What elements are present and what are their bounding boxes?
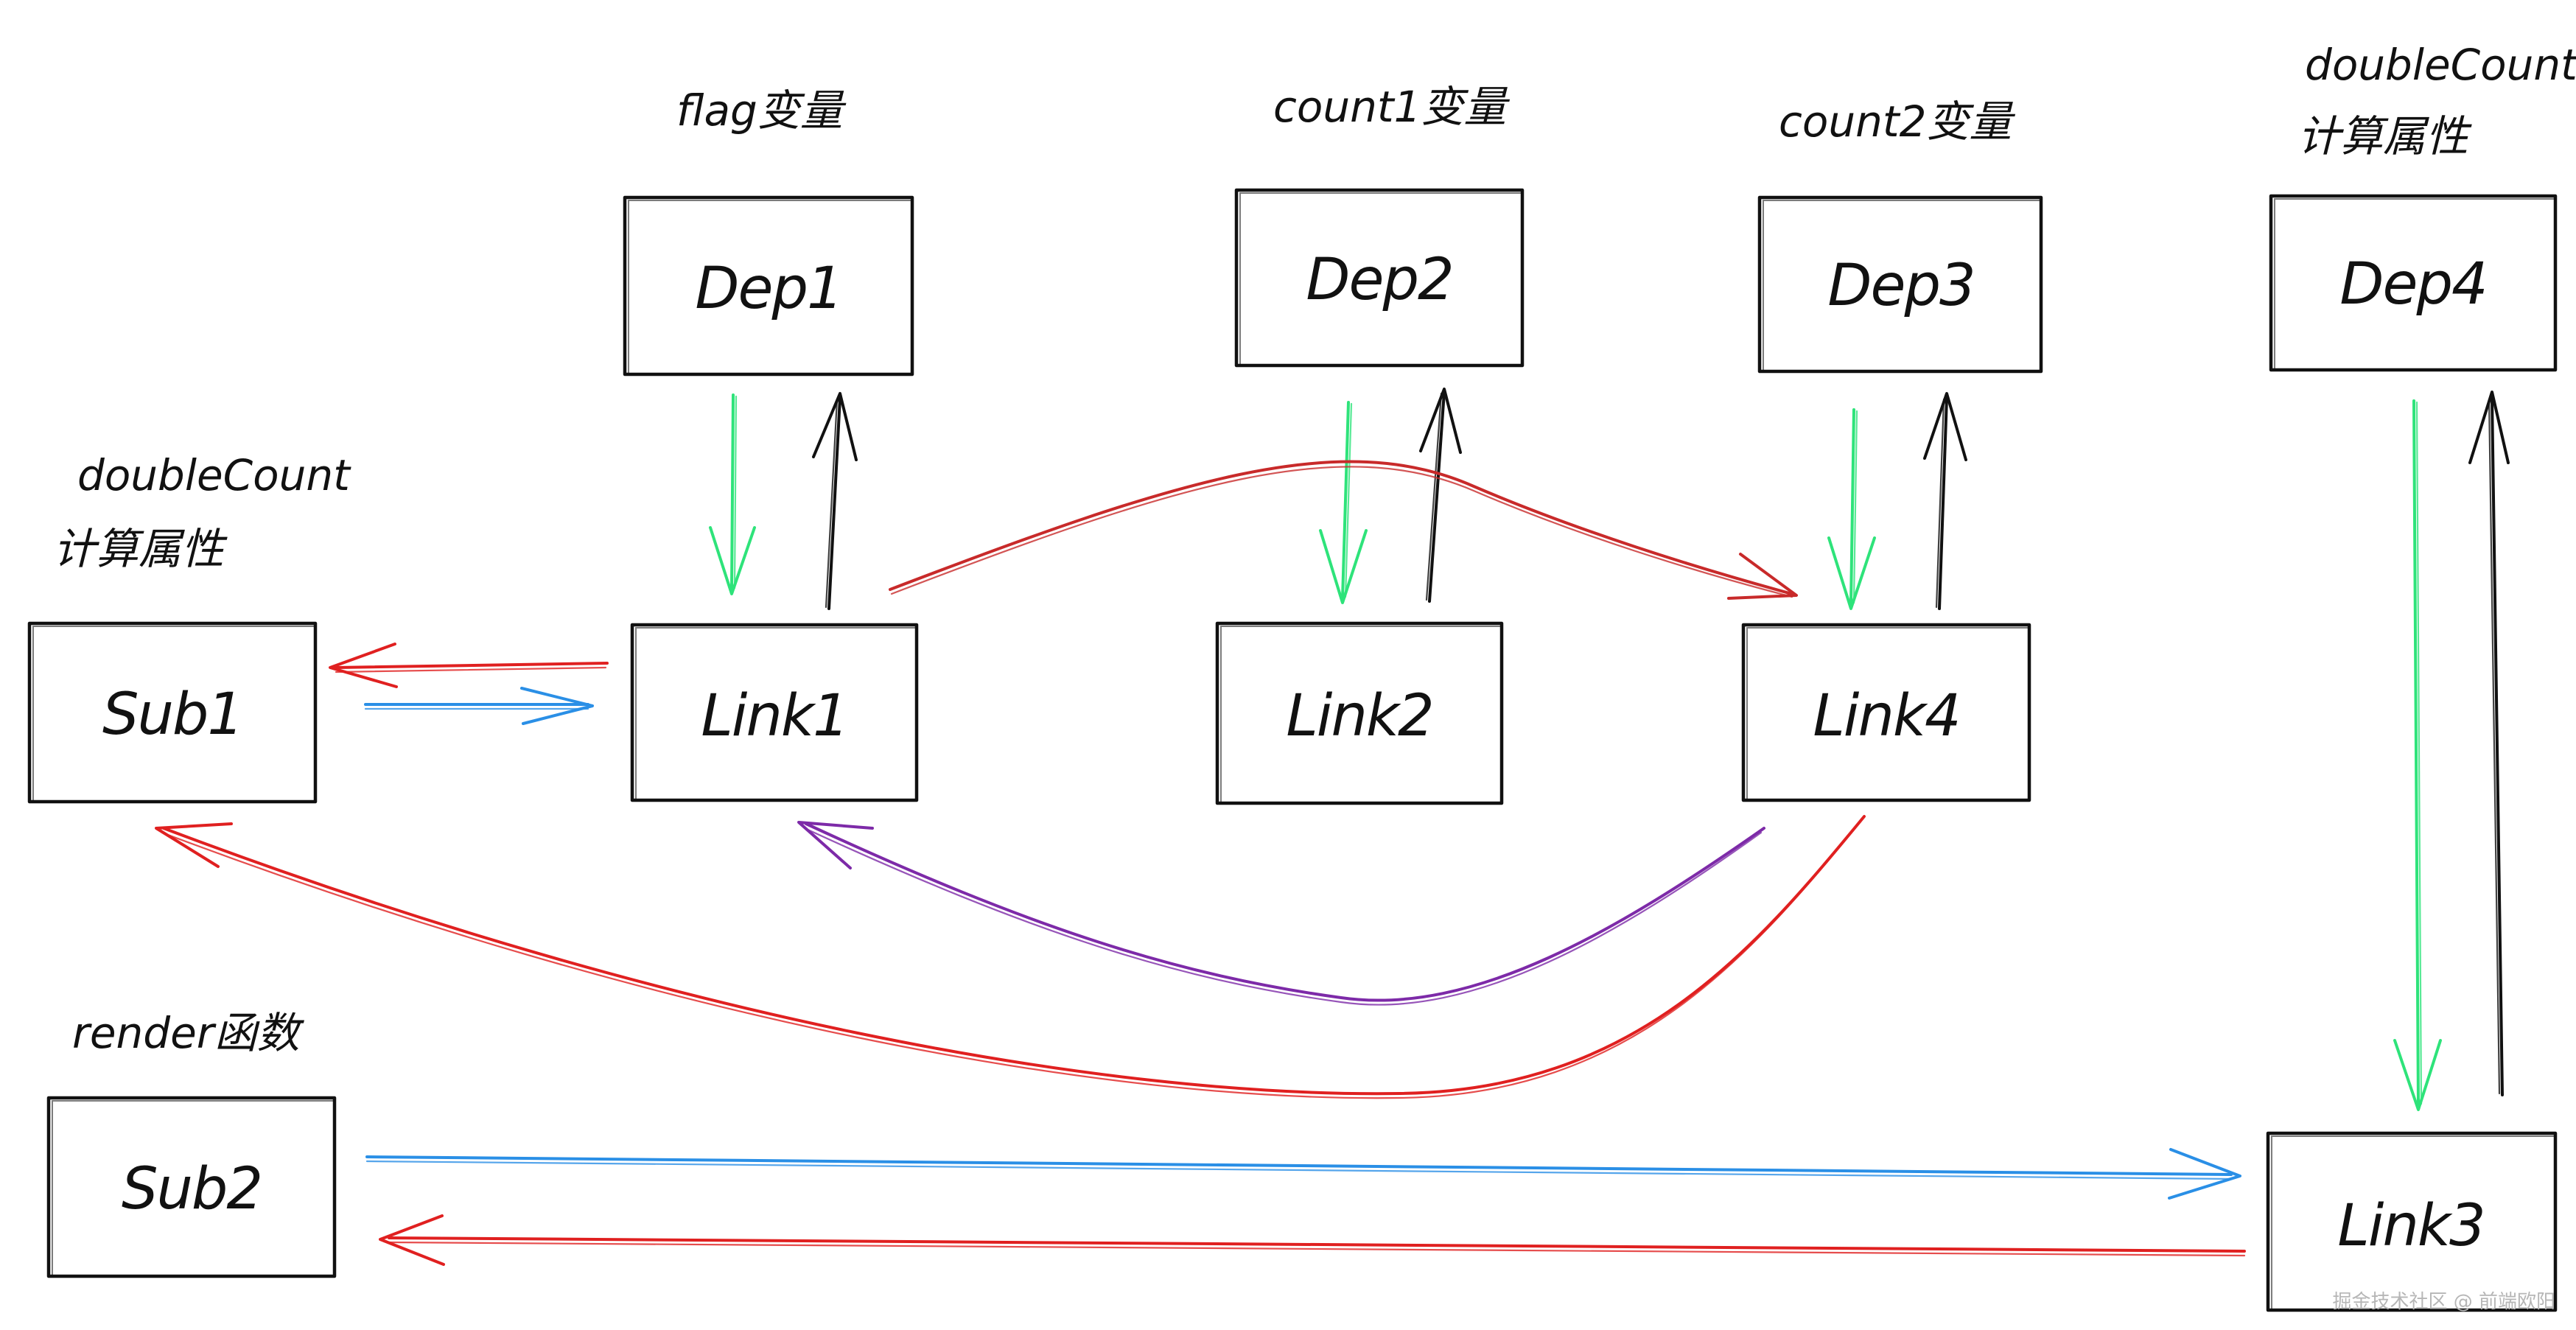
caption-dep4-line1: doubleCount bbox=[2305, 40, 2576, 90]
dep1-box: Dep1 bbox=[623, 195, 914, 377]
link2-label: Link2 bbox=[1286, 683, 1432, 749]
dep4-box: Dep4 bbox=[2269, 194, 2558, 372]
link3-label: Link3 bbox=[2337, 1193, 2484, 1259]
arrow-link4-to-dep3 bbox=[1923, 392, 1967, 610]
arrow-link3-to-sub2 bbox=[379, 1214, 2246, 1266]
dep3-label: Dep3 bbox=[1827, 253, 1974, 319]
link1-label: Link1 bbox=[701, 683, 847, 749]
dep2-label: Dep2 bbox=[1306, 247, 1452, 313]
arrow-link3-to-dep4 bbox=[2468, 391, 2510, 1096]
arrow-dep1-to-link1 bbox=[709, 393, 756, 595]
arrow-link4-to-link1 bbox=[797, 821, 1765, 1006]
caption-dep1: flag变量 bbox=[676, 85, 847, 136]
sub1-label: Sub1 bbox=[102, 682, 242, 748]
caption-dep3: count2变量 bbox=[1779, 97, 2016, 147]
caption-sub1-line1: doubleCount bbox=[77, 450, 351, 500]
link2-box: Link2 bbox=[1215, 621, 1504, 805]
dep3-box: Dep3 bbox=[1757, 195, 2043, 374]
sub2-label: Sub2 bbox=[122, 1156, 262, 1222]
arrow-link1-to-link4 bbox=[889, 460, 1798, 600]
arrow-dep3-to-link4 bbox=[1827, 408, 1876, 610]
link4-box: Link4 bbox=[1741, 623, 2031, 802]
caption-sub2: render函数 bbox=[72, 1008, 305, 1058]
arrow-link1-to-sub1 bbox=[329, 643, 609, 688]
caption-dep4-line2: 计算属性 bbox=[2297, 111, 2472, 161]
link3-box: Link3 bbox=[2266, 1131, 2558, 1312]
dep4-label: Dep4 bbox=[2339, 251, 2486, 318]
arrow-sub1-to-link1 bbox=[364, 687, 594, 725]
arrow-dep2-to-link2 bbox=[1319, 401, 1368, 604]
arrow-link4-to-sub1 bbox=[155, 815, 1866, 1099]
arrow-sub2-to-link3 bbox=[365, 1148, 2241, 1200]
link1-box: Link1 bbox=[630, 623, 919, 802]
sub1-box: Sub1 bbox=[27, 621, 318, 804]
link4-label: Link4 bbox=[1813, 683, 1959, 749]
caption-sub1-line2: 计算属性 bbox=[53, 524, 228, 574]
sub2-box: Sub2 bbox=[46, 1096, 337, 1278]
watermark: 掘金技术社区 @ 前端欧阳 bbox=[2332, 1291, 2555, 1313]
arrow-dep4-to-link3 bbox=[2393, 399, 2442, 1111]
caption-dep2: count1变量 bbox=[1273, 82, 1511, 132]
dep2-box: Dep2 bbox=[1234, 188, 1525, 368]
arrow-link1-to-dep1 bbox=[812, 392, 858, 610]
arrow-link2-to-dep2 bbox=[1419, 388, 1462, 603]
dep1-label: Dep1 bbox=[695, 256, 841, 322]
